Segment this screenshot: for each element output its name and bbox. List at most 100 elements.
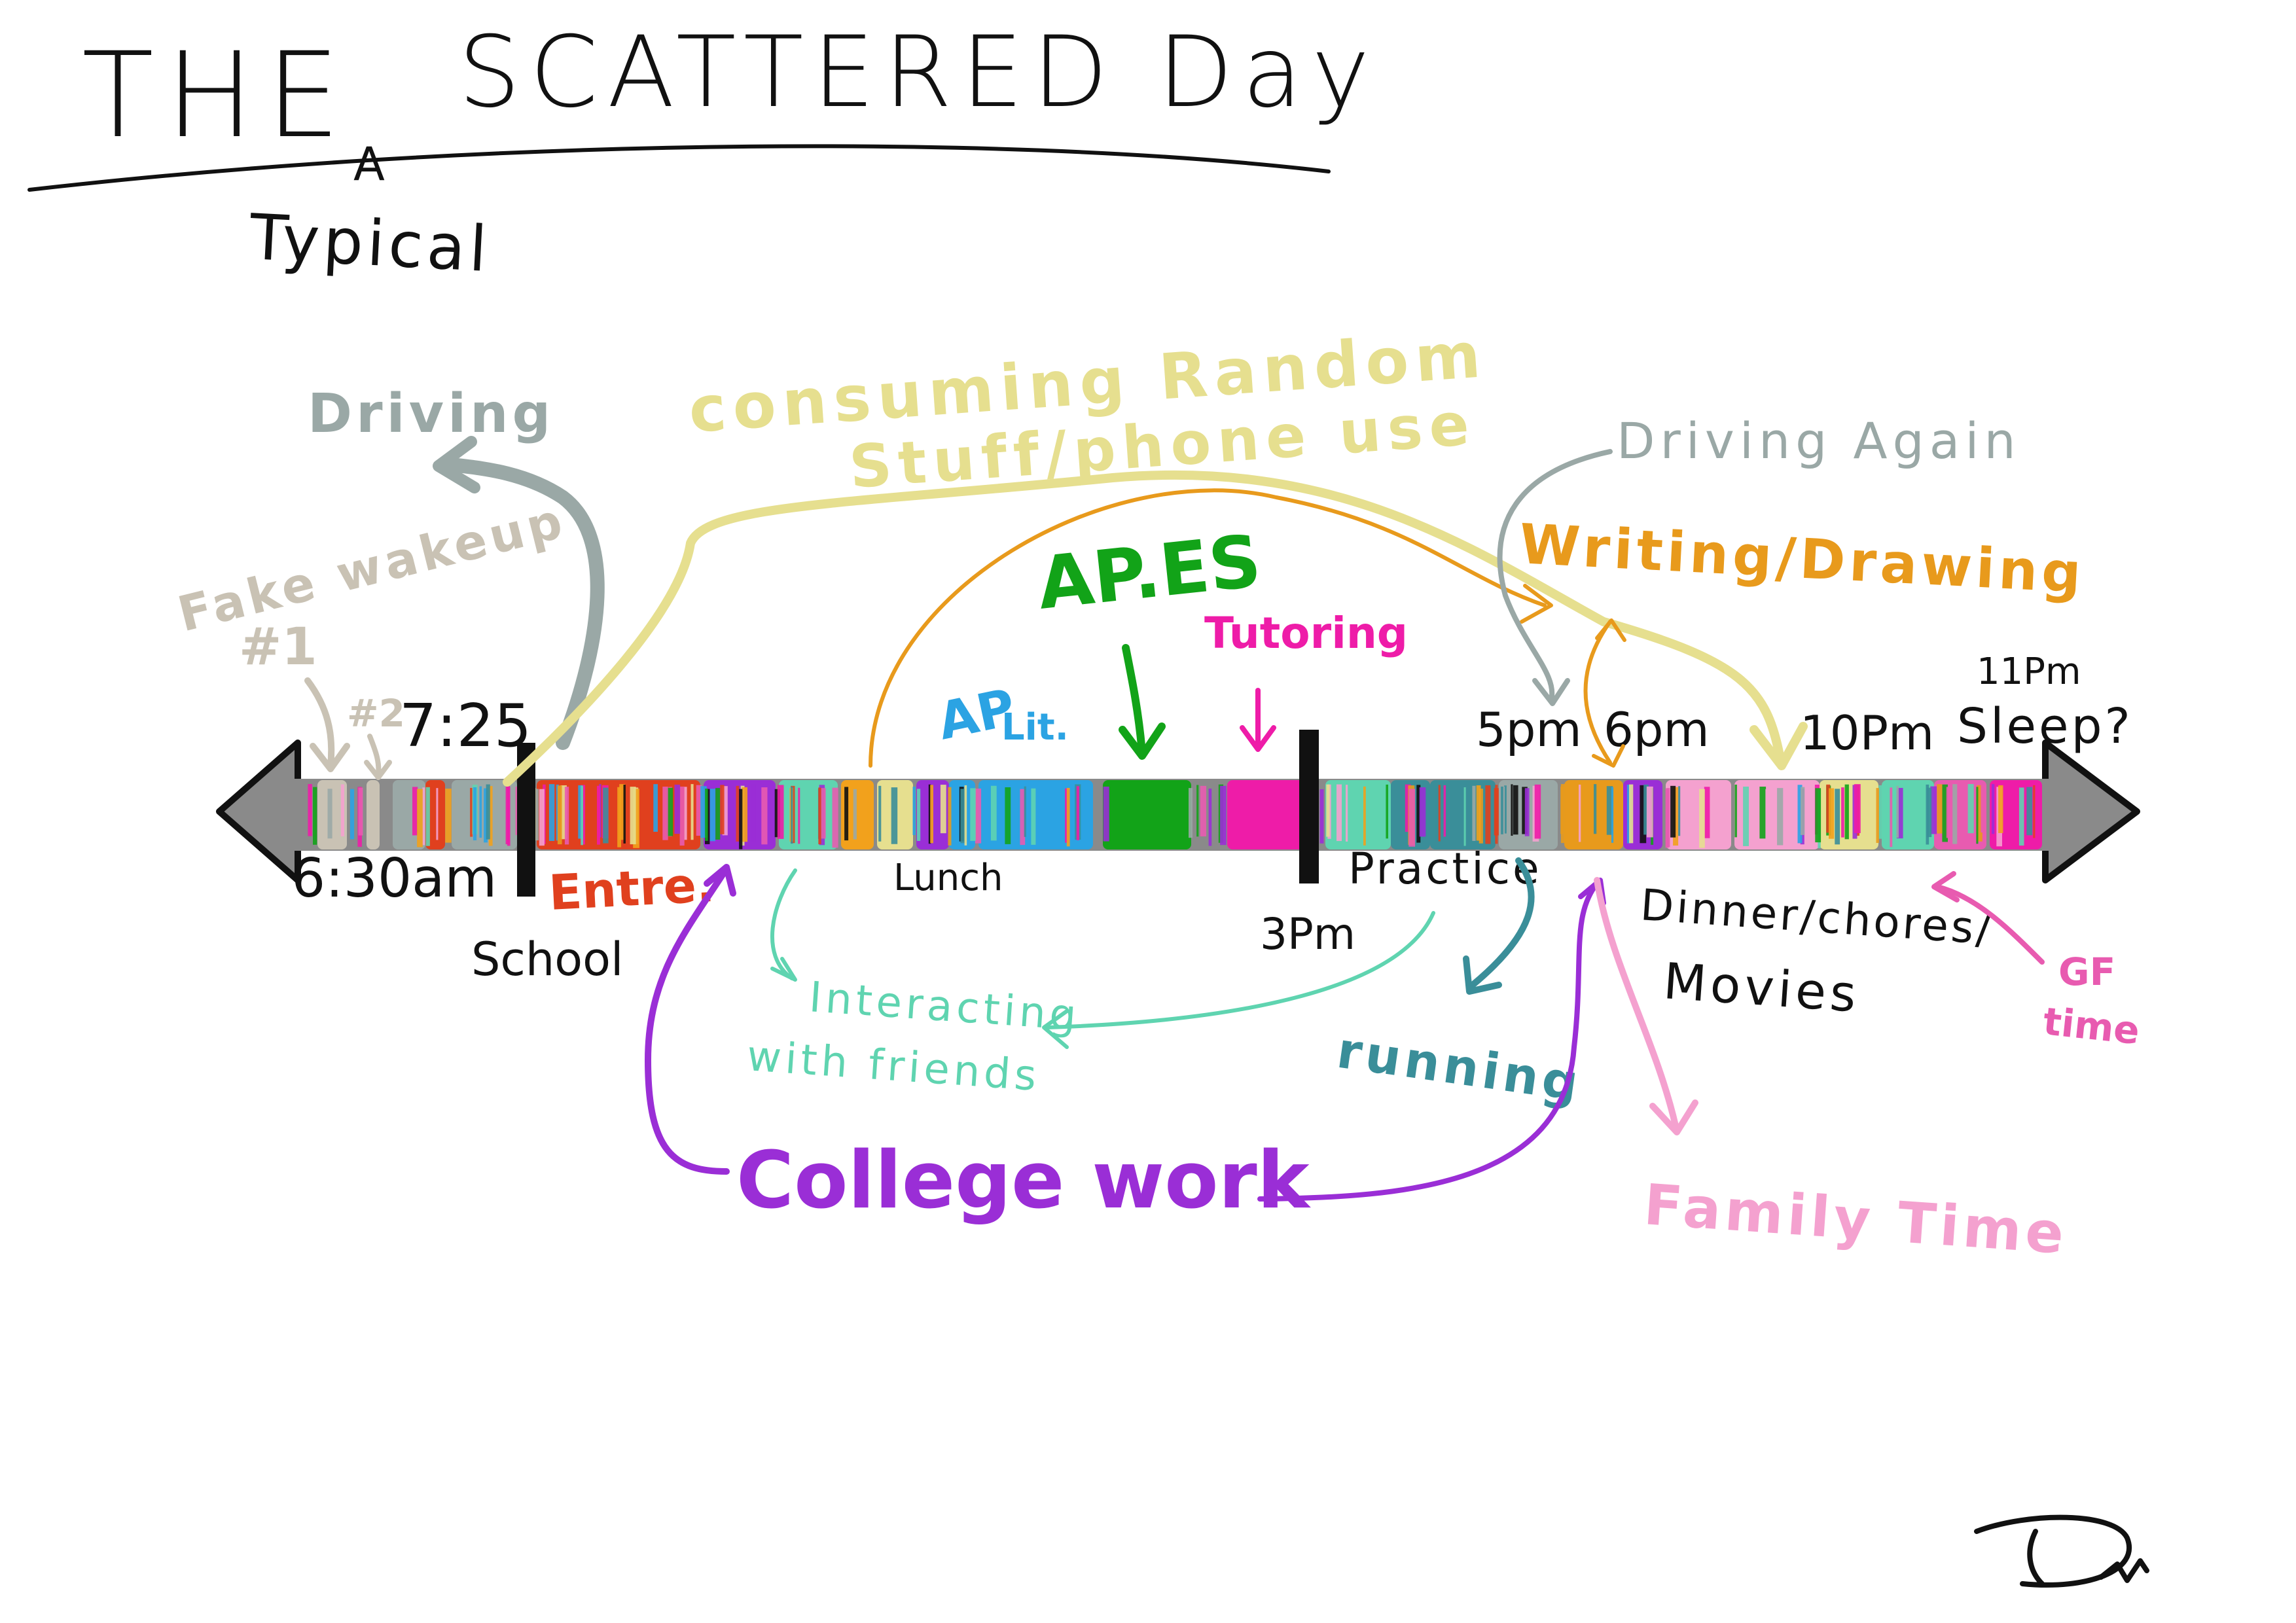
- arrow-driving-again: [1497, 449, 1613, 703]
- timeline-stripe: [679, 786, 685, 846]
- timeline-stripe: [1743, 786, 1749, 846]
- label-running: running: [1333, 1021, 1585, 1113]
- timeline-stripe: [1844, 784, 1849, 840]
- timeline-stripe: [1594, 784, 1597, 834]
- arrow-fake-wakeup-2-head: [364, 760, 392, 780]
- time-630am: 6:30am: [291, 847, 497, 910]
- timeline-stripe: [1405, 784, 1411, 832]
- timeline-stripe: [1626, 784, 1631, 844]
- timeline-stripe: [539, 789, 545, 846]
- timeline-stripe: [350, 789, 355, 840]
- label-school: School: [471, 933, 623, 986]
- time-10pm: 10Pm: [1800, 705, 1934, 760]
- timeline-stripe: [425, 787, 430, 846]
- timeline-stripe: [1435, 788, 1439, 842]
- timeline-stripe: [928, 784, 931, 844]
- time-5pm: 5pm: [1476, 702, 1582, 757]
- timeline-stripe: [870, 786, 873, 840]
- timeline-stripe: [1777, 788, 1784, 846]
- label-college-work: College work: [736, 1135, 1312, 1226]
- timeline-stripe: [1005, 787, 1011, 844]
- time-6pm: 6pm: [1604, 702, 1710, 757]
- arrow-interacting-practice: [1045, 911, 1435, 1029]
- label-interacting-line-1: Interacting: [808, 973, 1082, 1041]
- arrow-driving-head: [433, 436, 480, 493]
- timeline-stripe: [1196, 785, 1199, 837]
- arrow-interacting-top: [770, 868, 797, 980]
- timeline-segment-lunch-orange-block: [841, 780, 874, 849]
- timeline-stripe: [1665, 789, 1669, 848]
- timeline-stripe: [1643, 784, 1649, 835]
- label-entre: Entre.: [547, 857, 716, 921]
- timeline-stripe: [970, 788, 976, 841]
- timeline-stripe: [1408, 789, 1416, 847]
- timeline-stripe: [1841, 787, 1844, 838]
- label-gf: GF: [2058, 950, 2115, 994]
- timeline-stripe: [1606, 786, 1613, 835]
- timeline-stripe: [1896, 787, 1903, 839]
- timeline-stripe: [844, 787, 849, 841]
- timeline-stripe: [1765, 789, 1769, 844]
- timeline-stripe: [867, 786, 870, 838]
- timeline-stripe: [960, 789, 967, 844]
- timeline-stripe: [1829, 788, 1835, 839]
- timeline-stripe: [1443, 785, 1446, 837]
- timeline-stripe: [1977, 785, 1982, 842]
- arrow-fake-wakeup-2: [367, 734, 382, 778]
- label-fake-wakeup-number-2: #2: [347, 691, 405, 736]
- timeline-stripe: [777, 785, 784, 839]
- timeline-stripe: [1992, 784, 1995, 834]
- timeline-stripe: [623, 785, 626, 844]
- arrow-family-time-head: [1649, 1099, 1698, 1135]
- arrow-tutoring-head: [1240, 725, 1276, 752]
- timeline-stripe: [1504, 785, 1507, 834]
- timeline-stripe: [1419, 787, 1426, 837]
- timeline-stripe: [1896, 785, 1899, 838]
- timeline-stripe: [1629, 784, 1634, 844]
- timeline-stripe: [761, 787, 768, 845]
- timeline-stripe: [581, 785, 583, 846]
- timeline-stripe: [1815, 788, 1821, 843]
- timeline-stripe: [736, 785, 740, 842]
- timeline-segment-apes-block: [1103, 780, 1191, 849]
- timeline-stripe: [1890, 787, 1893, 847]
- label-family-time: Family Time: [1642, 1172, 2070, 1267]
- timeline: [216, 730, 2140, 897]
- timeline-stripe: [1485, 785, 1491, 844]
- timeline-stripe: [557, 785, 562, 845]
- timeline-stripe: [484, 788, 488, 843]
- timeline-stripe: [1942, 784, 1948, 842]
- timeline-stripe: [1835, 789, 1840, 845]
- timeline-segment-tutoring-block: [1227, 780, 1312, 849]
- timeline-stripe: [912, 787, 916, 836]
- signature: [1974, 1514, 2149, 1588]
- arrow-writing-drawing-6pm-head-bottom: [1592, 744, 1625, 768]
- timeline-stripe: [505, 786, 510, 845]
- arrow-apes-head: [1119, 722, 1166, 760]
- timeline-stripe: [358, 787, 363, 836]
- title-inserted-word: Typical: [247, 200, 493, 286]
- timeline-segment-consuming-evening-block: [1820, 780, 1878, 849]
- timeline-stripe: [2015, 789, 2017, 841]
- timeline-stripe: [479, 786, 482, 838]
- label-dinner-line-2: Movies: [1662, 952, 1862, 1024]
- timeline-stripe: [436, 788, 439, 840]
- arrow-fake-wakeup-1: [304, 677, 335, 769]
- label-practice: Practice: [1348, 844, 1542, 894]
- timeline-stripe: [964, 785, 967, 846]
- timeline-stripe: [1826, 784, 1831, 833]
- timeline-stripe: [705, 789, 708, 841]
- timeline-stripe: [1472, 785, 1476, 841]
- timeline-stripe: [1854, 784, 1861, 834]
- label-lunch: Lunch: [893, 857, 1003, 899]
- timeline-stripe: [308, 784, 312, 836]
- timeline-stripe: [853, 789, 857, 840]
- timeline-stripe: [1611, 787, 1614, 843]
- timeline-stripe: [1189, 788, 1193, 838]
- timeline-stripe: [1801, 787, 1805, 835]
- time-725: 7:25: [399, 692, 531, 760]
- label-sleep: Sleep?: [1957, 698, 2133, 755]
- timeline-stripe: [2033, 785, 2036, 838]
- timeline-stripe: [709, 789, 715, 842]
- arrow-gf-time: [1935, 884, 2045, 965]
